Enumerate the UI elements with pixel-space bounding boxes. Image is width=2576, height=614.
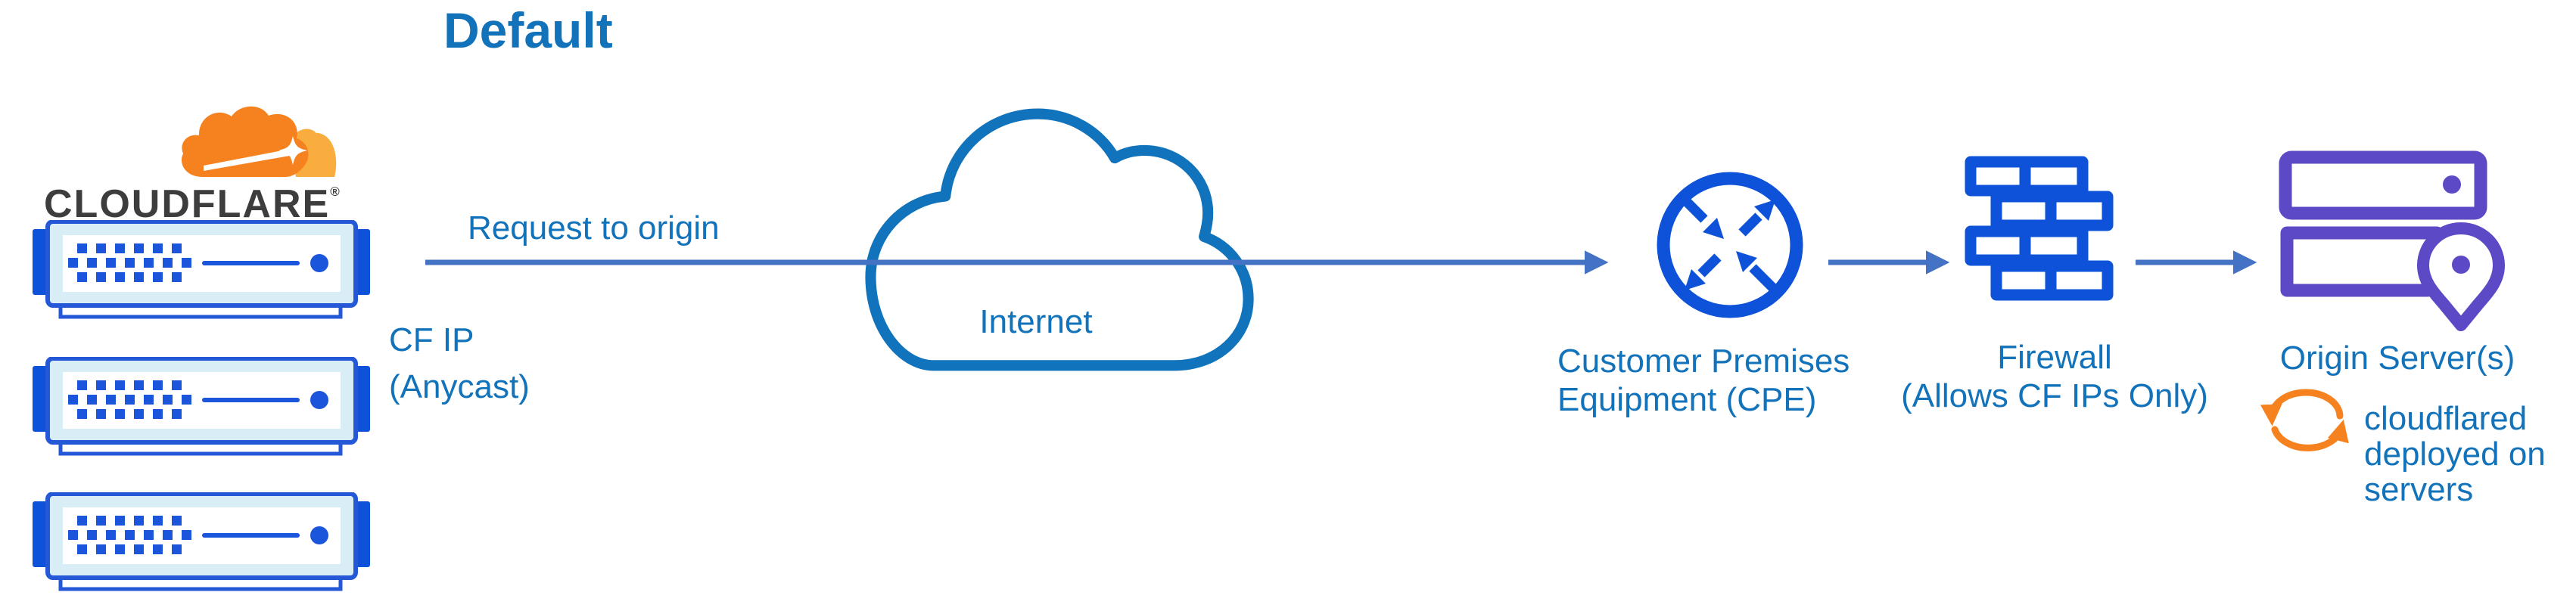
cpe-router-icon (1657, 172, 1803, 318)
diagram-title: Default (443, 2, 613, 58)
cf-ip-label-line2: (Anycast) (389, 368, 530, 405)
wordmark-text: CLOUDFLARE (44, 182, 331, 226)
main-flow-arrow (425, 250, 1609, 274)
cloudflare-logo-icon (181, 106, 337, 177)
firewall-brick-icon (1965, 156, 2114, 301)
registered-mark: ® (330, 185, 340, 199)
cloudflared-sync-icon (2260, 389, 2349, 451)
internet-label: Internet (979, 303, 1093, 340)
firewall-label-line2: (Allows CF IPs Only) (1901, 377, 2208, 414)
cpe-label-line2: Equipment (CPE) (1557, 381, 1817, 418)
internet-cloud-icon (865, 108, 1254, 371)
cloudflared-note-line1: cloudflared (2364, 400, 2528, 437)
firewall-label-line1: Firewall (1997, 339, 2112, 376)
cloudflare-server-icon (30, 492, 371, 592)
origin-servers-icon (2279, 150, 2505, 331)
origin-label: Origin Server(s) (2279, 340, 2515, 377)
cloudflare-wordmark: CLOUDFLARE® (44, 181, 340, 227)
cf-ip-label-line1: CF IP (389, 321, 474, 358)
request-to-origin-label: Request to origin (468, 209, 720, 247)
cloudflare-server-icon (30, 357, 371, 457)
arrow-cpe-to-firewall (1828, 250, 1950, 274)
cloudflared-note-line3: servers (2364, 471, 2474, 508)
cloudflared-note-line2: deployed on (2364, 436, 2546, 473)
arrow-firewall-to-origin (2136, 250, 2257, 274)
cloudflare-server-icon (30, 220, 371, 320)
cpe-label-line1: Customer Premises (1557, 343, 1850, 380)
